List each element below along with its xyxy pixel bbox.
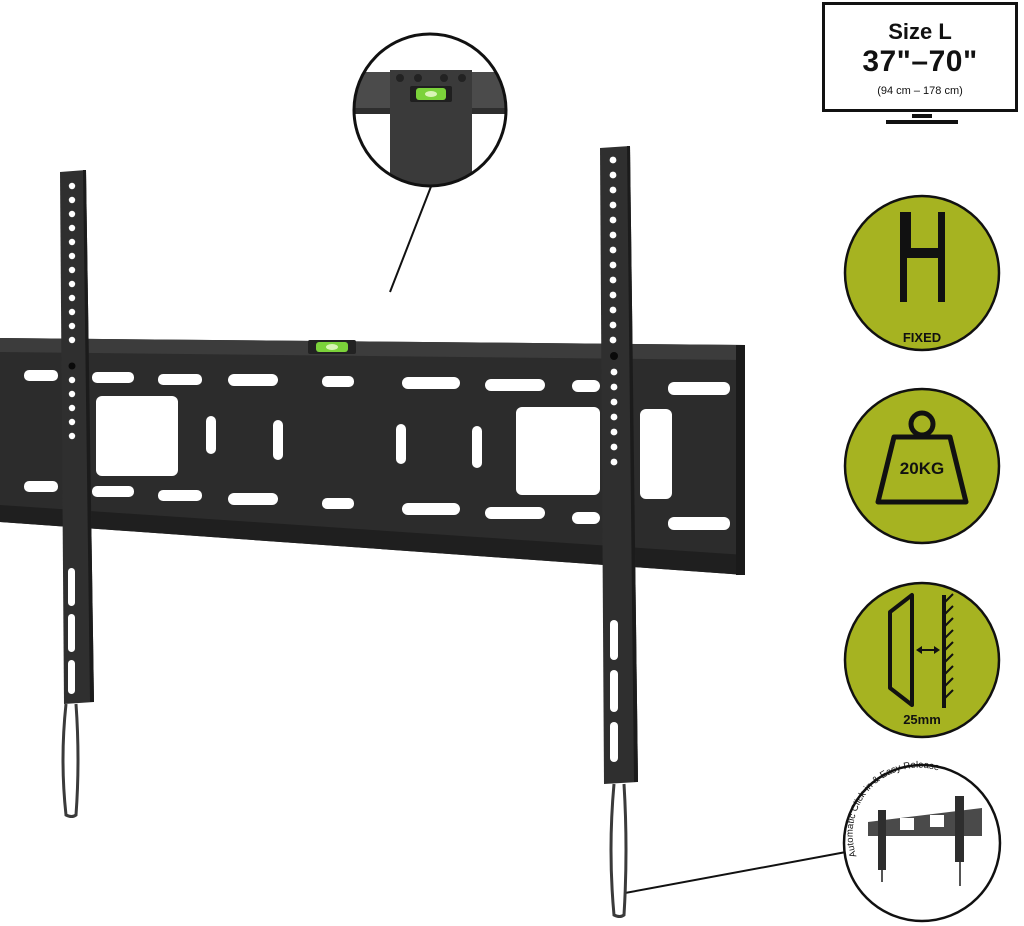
weight-label: 20KG	[899, 459, 945, 478]
mount-plate	[0, 338, 745, 575]
weight-badge	[843, 387, 1001, 545]
distance-label: 25mm	[903, 712, 941, 727]
size-title: Size L	[888, 19, 952, 44]
callout-line-level	[389, 183, 433, 293]
size-metric: (94 cm – 178 cm)	[877, 85, 963, 97]
left-bracket-arm	[60, 170, 94, 818]
level-detail-inset	[352, 32, 508, 188]
wall-distance-icon	[888, 593, 954, 708]
plate-slots	[24, 370, 730, 530]
callout-line-release	[624, 851, 847, 894]
spirit-level	[308, 340, 356, 354]
right-bracket-arm	[600, 146, 638, 918]
click-release-inset: Automatic Click-in & Easy Release	[842, 760, 1002, 923]
distance-badge	[843, 581, 1001, 739]
size-badge: Size L 37"–70" (94 cm – 178 cm)	[822, 2, 1018, 112]
fixed-badge	[843, 194, 1001, 352]
fixed-label: FIXED	[902, 330, 942, 345]
fixed-mount-icon	[900, 212, 945, 302]
size-range: 37"–70"	[862, 45, 978, 78]
weight-icon	[875, 410, 969, 505]
